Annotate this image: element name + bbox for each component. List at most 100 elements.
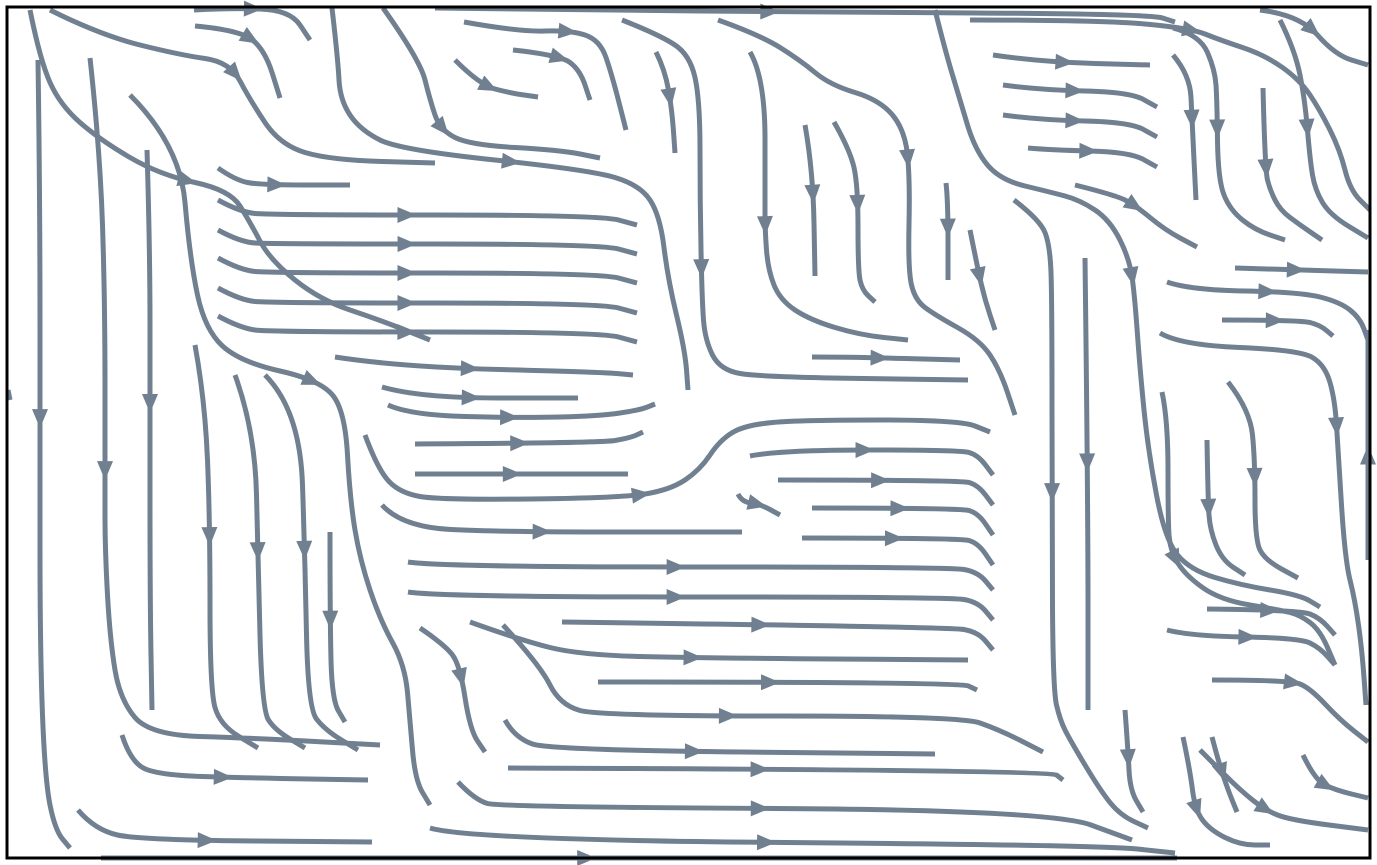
streamline bbox=[232, 374, 307, 751]
streamline bbox=[381, 384, 578, 401]
streamline-arrowhead bbox=[501, 152, 521, 169]
streamline-arrowhead bbox=[1065, 112, 1085, 129]
streamline-arrowhead bbox=[1360, 445, 1376, 465]
streamline-arrowhead bbox=[451, 666, 467, 688]
streamline bbox=[561, 619, 995, 652]
streamline-arrowhead bbox=[532, 523, 552, 540]
streamline-arrowhead bbox=[756, 834, 777, 851]
streamline-arrowhead bbox=[1238, 628, 1258, 645]
streamline-arrowhead bbox=[1328, 416, 1345, 437]
streamline bbox=[119, 734, 369, 783]
streamline-arrowhead bbox=[557, 22, 578, 39]
streamline bbox=[747, 50, 909, 343]
streamline-arrowhead bbox=[939, 218, 956, 238]
streamline bbox=[802, 124, 818, 277]
streamline-arrowhead bbox=[243, 0, 263, 17]
streamline bbox=[429, 825, 1176, 856]
streamline bbox=[1166, 627, 1337, 667]
streamline-arrowhead bbox=[1283, 673, 1303, 690]
streamline-arrowhead bbox=[201, 527, 218, 547]
streamline-arrowhead bbox=[750, 761, 770, 778]
streamline bbox=[811, 354, 961, 363]
streamline bbox=[1012, 198, 1150, 831]
streamline-arrowhead bbox=[397, 206, 417, 223]
streamline-arrowhead bbox=[142, 393, 158, 413]
streamline-arrowhead bbox=[660, 87, 677, 108]
streamline-arrowhead bbox=[855, 442, 875, 459]
streamline-arrowhead bbox=[510, 435, 530, 452]
streamline bbox=[717, 17, 1018, 416]
streamline bbox=[407, 589, 995, 622]
streamline bbox=[512, 47, 593, 101]
streamline bbox=[128, 93, 433, 807]
streamline-arrowhead bbox=[1253, 797, 1274, 815]
streamline-arrowhead bbox=[1300, 17, 1321, 37]
streamline-arrowhead bbox=[746, 494, 767, 510]
streamline bbox=[48, 7, 436, 166]
streamline bbox=[597, 679, 979, 693]
streamline bbox=[1206, 606, 1337, 637]
streamline bbox=[216, 227, 638, 257]
streamline-arrowhead bbox=[249, 541, 266, 562]
streamline-arrowhead bbox=[870, 349, 890, 366]
streamline-arrowhead bbox=[97, 461, 113, 481]
streamline bbox=[1180, 736, 1270, 848]
streamline-arrowhead bbox=[631, 487, 651, 504]
streamline bbox=[1211, 677, 1370, 744]
streamline bbox=[1172, 25, 1286, 243]
streamline-arrowhead bbox=[213, 768, 233, 785]
streamline bbox=[362, 417, 991, 502]
plot-frame bbox=[5, 5, 1372, 860]
streamline bbox=[1171, 53, 1199, 201]
streamline bbox=[407, 559, 995, 592]
streamline-arrowhead bbox=[1200, 498, 1217, 518]
streamline-arrowhead bbox=[397, 323, 417, 340]
streamline-arrowhead bbox=[1260, 601, 1280, 618]
streamline-arrowhead bbox=[1265, 312, 1285, 329]
streamline bbox=[216, 197, 638, 228]
streamline bbox=[1166, 279, 1371, 341]
streamline-arrowhead bbox=[884, 530, 904, 547]
streamline-arrowhead bbox=[1183, 109, 1200, 129]
streamline bbox=[1221, 317, 1335, 338]
streamline bbox=[502, 718, 936, 757]
streamline bbox=[501, 623, 1045, 755]
streamline bbox=[1002, 112, 1159, 140]
streamline bbox=[192, 344, 260, 751]
streamline-arrowhead bbox=[718, 707, 738, 724]
streamline-arrowhead bbox=[548, 47, 569, 63]
streamline-arrowhead bbox=[32, 409, 49, 429]
streamline-arrowhead bbox=[1164, 547, 1180, 569]
streamline bbox=[463, 19, 629, 131]
streamline bbox=[87, 57, 381, 748]
streamline bbox=[811, 505, 996, 537]
streamline-arrowhead bbox=[1065, 82, 1085, 99]
streamline bbox=[456, 780, 1133, 843]
streamline-arrowhead bbox=[684, 743, 704, 760]
streamline-arrowhead bbox=[461, 389, 481, 406]
streamline bbox=[1082, 257, 1091, 710]
streamline bbox=[1002, 82, 1159, 110]
streamline bbox=[621, 17, 969, 383]
streamline bbox=[469, 619, 969, 663]
streamline-arrowhead bbox=[890, 500, 910, 517]
streamline-arrowhead bbox=[238, 27, 260, 44]
streamline-arrowhead bbox=[1055, 53, 1075, 70]
streamline-arrowhead bbox=[1211, 761, 1227, 782]
streamline-arrowhead bbox=[397, 264, 417, 281]
streamline bbox=[380, 503, 742, 535]
streamline-arrowhead bbox=[760, 674, 781, 691]
streamline bbox=[1159, 391, 1338, 666]
streamline-arrowhead bbox=[460, 360, 480, 377]
streamline bbox=[27, 9, 431, 343]
streamline-arrowhead bbox=[1286, 261, 1306, 278]
streamline-arrowhead bbox=[477, 75, 498, 92]
streamline-arrowhead bbox=[1079, 142, 1099, 159]
streamline-arrowhead bbox=[1119, 748, 1136, 769]
streamline-arrowhead bbox=[1257, 158, 1274, 179]
streamline-arrowhead bbox=[500, 409, 520, 426]
streamline-arrowhead bbox=[1122, 266, 1139, 287]
streamline bbox=[216, 165, 350, 188]
